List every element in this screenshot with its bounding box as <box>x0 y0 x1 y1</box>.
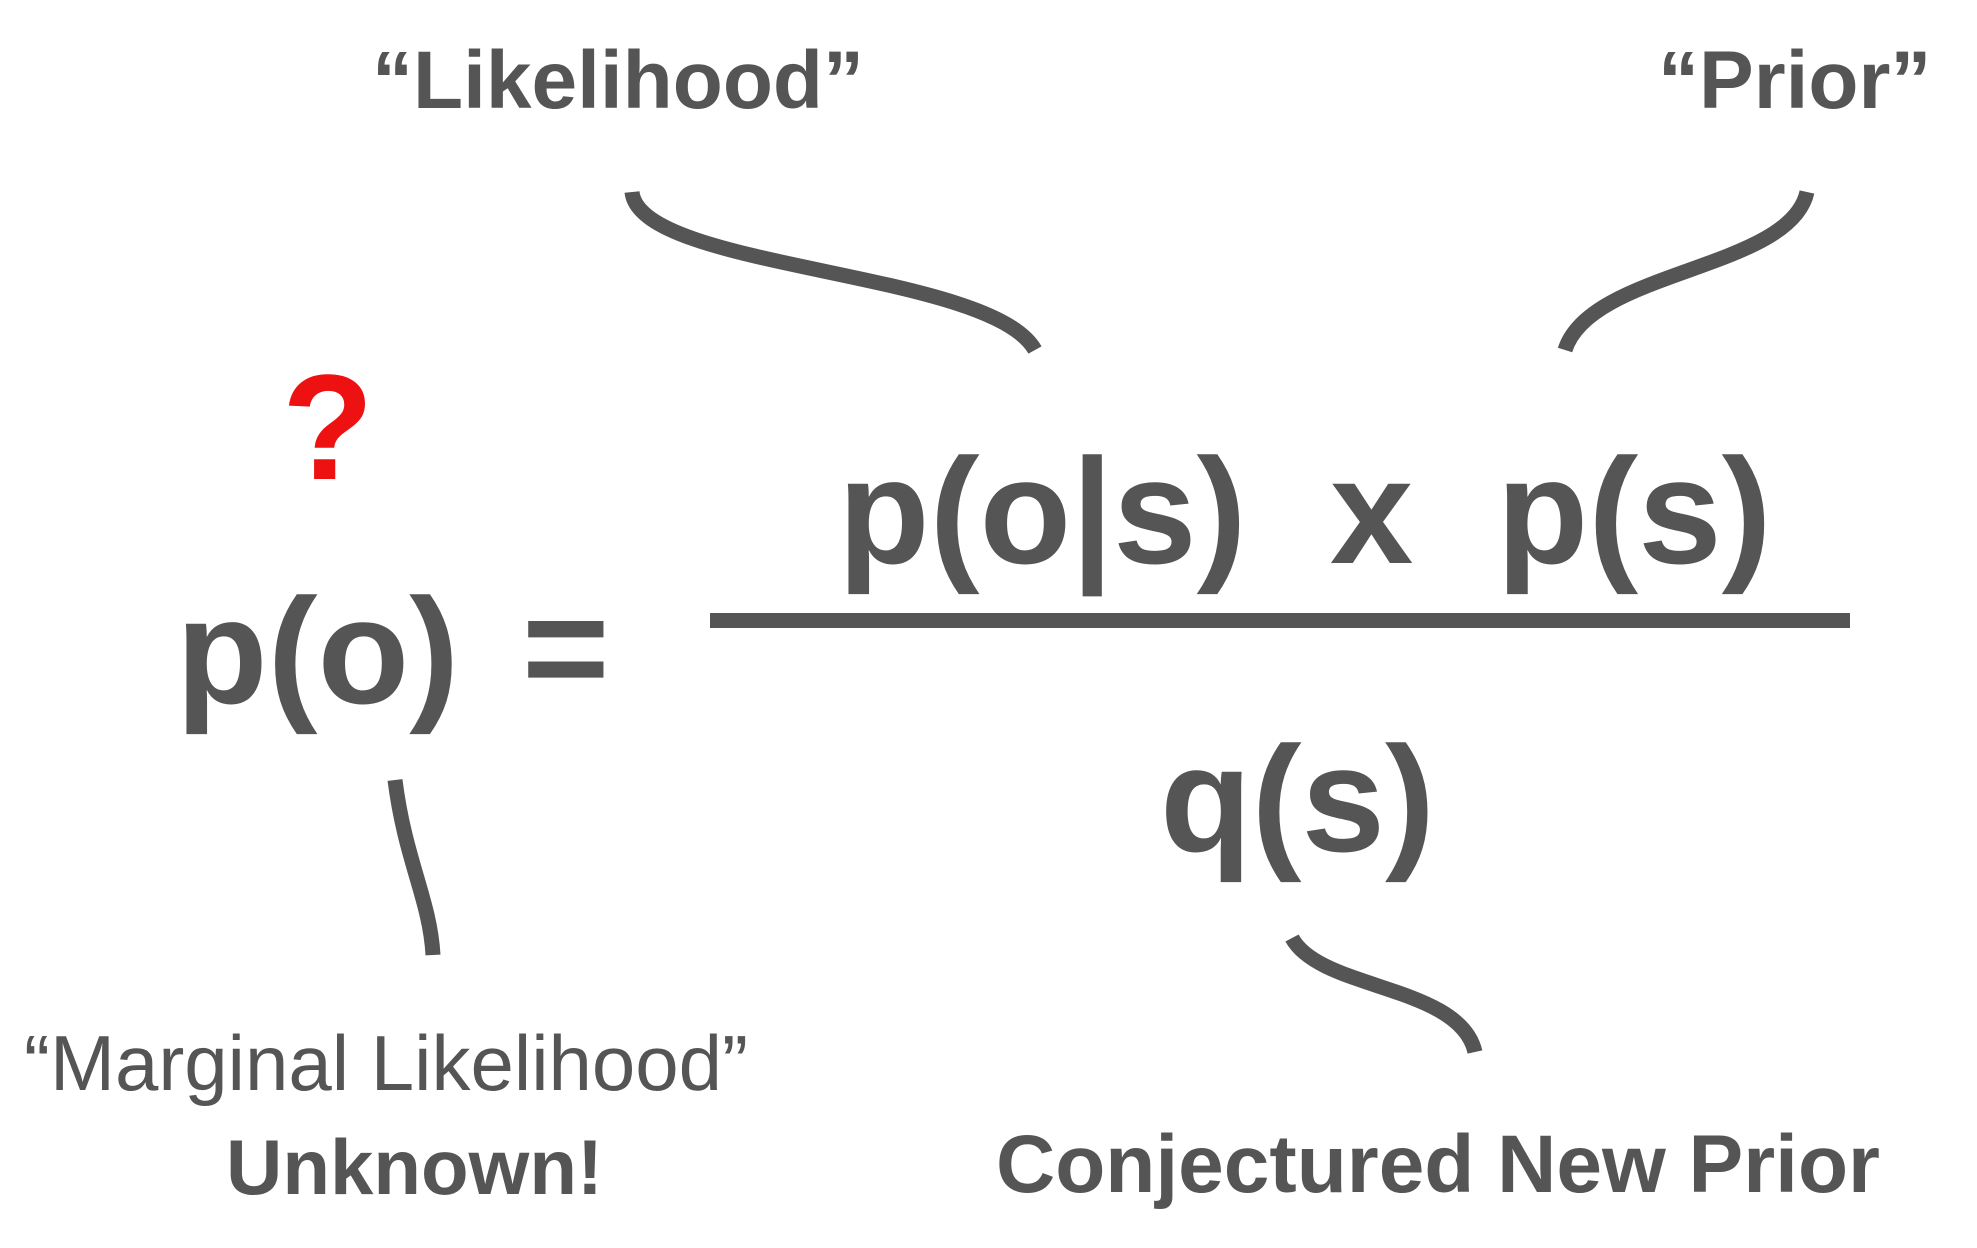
question-mark: ? <box>282 343 374 511</box>
unknown-label: Unknown! <box>226 1123 603 1211</box>
marginal-likelihood-connector <box>387 779 441 956</box>
conjectured-new-prior-label: Conjectured New Prior <box>996 1119 1880 1210</box>
marginal-probability: p(o) <box>176 567 460 735</box>
likelihood-label: “Likelihood” <box>372 35 864 126</box>
fraction-denominator: q(s) <box>1160 715 1435 883</box>
prior-connector <box>1557 189 1815 353</box>
prior-label: “Prior” <box>1658 35 1932 126</box>
likelihood-connector <box>624 190 1042 355</box>
fraction-numerator: p(o|s) x p(s) <box>838 427 1772 595</box>
marginal-likelihood-label: “Marginal Likelihood” <box>24 1019 749 1107</box>
fraction-bar <box>710 613 1850 628</box>
equals-sign: = <box>522 563 610 731</box>
conjectured-prior-connector <box>1285 933 1483 1055</box>
